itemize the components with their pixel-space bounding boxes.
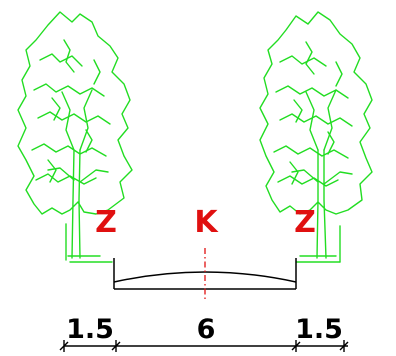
right-tree-icon bbox=[259, 11, 373, 263]
left-tree-icon bbox=[17, 11, 133, 263]
dimension-tick bbox=[59, 341, 69, 351]
center-zone-label: K bbox=[194, 205, 219, 240]
right-width-label: 1.5 bbox=[295, 314, 343, 345]
dimension-tick bbox=[111, 341, 121, 351]
left-zone-label: Z bbox=[95, 205, 117, 240]
dimension-line bbox=[59, 340, 349, 352]
dimension-tick bbox=[291, 341, 301, 351]
left-width-label: 1.5 bbox=[66, 314, 114, 345]
dimension-tick bbox=[339, 341, 349, 351]
center-width-label: 6 bbox=[197, 314, 216, 345]
right-zone-label: Z bbox=[294, 205, 316, 240]
